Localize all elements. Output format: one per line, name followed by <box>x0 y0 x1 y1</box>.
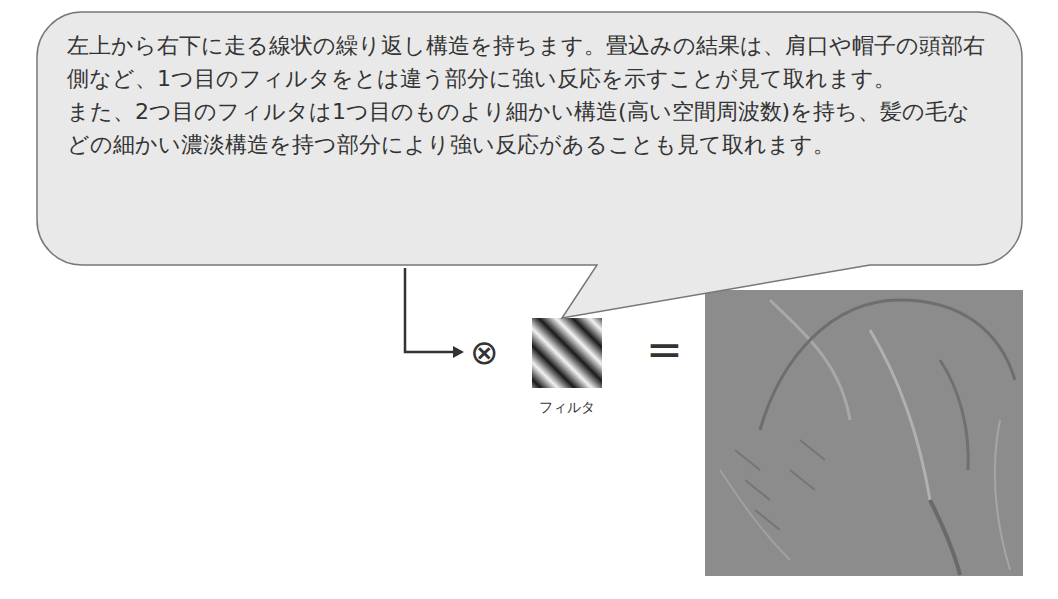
filter-caption: フィルタ <box>517 398 617 416</box>
filter-image <box>532 318 602 388</box>
arrow-head <box>453 346 464 358</box>
leader-arrow <box>405 268 456 352</box>
convolution-symbol: ⊗ <box>470 335 499 369</box>
result-image <box>705 290 1023 576</box>
bubble-paragraph: 左上から右下に走る線状の繰り返し構造を持ちます。畳込みの結果は、肩口や帽子の頭部… <box>67 29 992 95</box>
bubble-paragraph: また、2つ目のフィルタは1つ目のものより細かい構造(高い空間周波数)を持ち、髪の… <box>67 95 992 161</box>
filter-area <box>517 318 617 398</box>
speech-bubble: 左上から右下に走る線状の繰り返し構造を持ちます。畳込みの結果は、肩口や帽子の頭部… <box>37 12 1022 265</box>
bubble-body: 左上から右下に走る線状の繰り返し構造を持ちます。畳込みの結果は、肩口や帽子の頭部… <box>37 12 1022 181</box>
filter-node: フィルタ <box>517 318 617 416</box>
equals-symbol: = <box>646 328 683 372</box>
